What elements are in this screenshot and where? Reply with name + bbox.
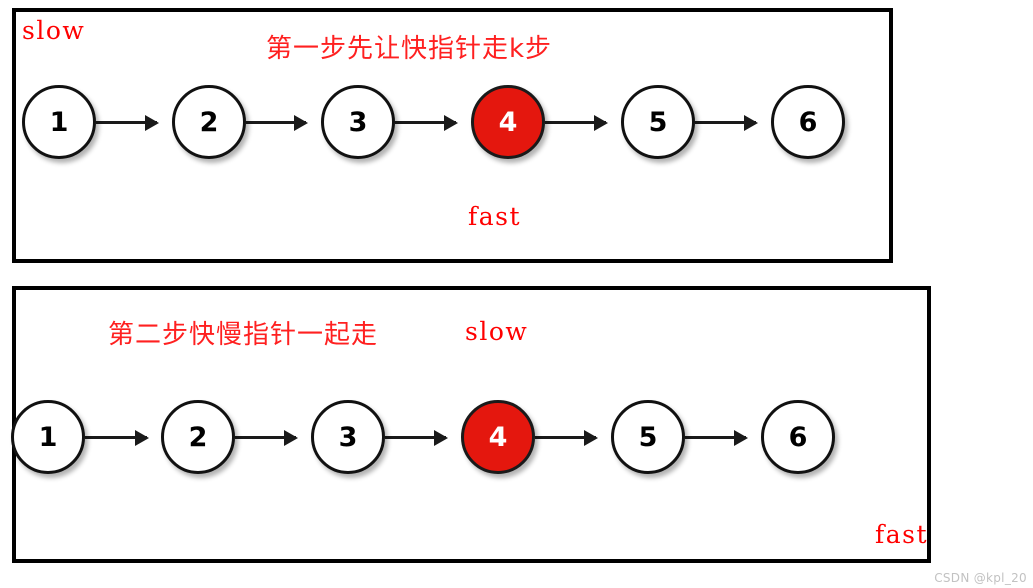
panel2-node-1[interactable]: 1 <box>11 400 85 474</box>
panel2-node-6[interactable]: 6 <box>761 400 835 474</box>
panel2-caption: 第二步快慢指针一起走 <box>108 320 379 350</box>
panel2-node-2[interactable]: 2 <box>161 400 235 474</box>
panel1-node-6[interactable]: 6 <box>771 85 845 159</box>
panel1-caption: 第一步先让快指针走k步 <box>266 34 553 64</box>
panel1-arrow-1-2 <box>96 121 157 124</box>
panel1-arrow-5-6 <box>695 121 756 124</box>
panel2-arrow-2-3 <box>235 436 296 439</box>
panel2-arrow-5-6 <box>685 436 746 439</box>
panel2-node-4[interactable]: 4 <box>461 400 535 474</box>
panel1-fast-pointer-label: fast <box>468 202 522 231</box>
panel1-arrow-3-4 <box>395 121 456 124</box>
panel2-fast-pointer-label: fast <box>875 520 929 549</box>
panel1-arrow-4-5 <box>545 121 606 124</box>
panel-step-1 <box>12 8 893 263</box>
csdn-watermark: CSDN @kpl_20 <box>934 571 1027 585</box>
panel1-node-5[interactable]: 5 <box>621 85 695 159</box>
panel1-slow-pointer-label: slow <box>22 16 86 45</box>
panel1-node-4[interactable]: 4 <box>471 85 545 159</box>
panel2-node-5[interactable]: 5 <box>611 400 685 474</box>
panel1-node-2[interactable]: 2 <box>172 85 246 159</box>
panel2-slow-pointer-label: slow <box>465 317 529 346</box>
panel1-node-3[interactable]: 3 <box>321 85 395 159</box>
panel1-node-1[interactable]: 1 <box>22 85 96 159</box>
panel2-arrow-1-2 <box>85 436 147 439</box>
panel2-node-3[interactable]: 3 <box>311 400 385 474</box>
panel2-arrow-3-4 <box>385 436 446 439</box>
panel2-arrow-4-5 <box>535 436 596 439</box>
panel1-arrow-2-3 <box>246 121 306 124</box>
